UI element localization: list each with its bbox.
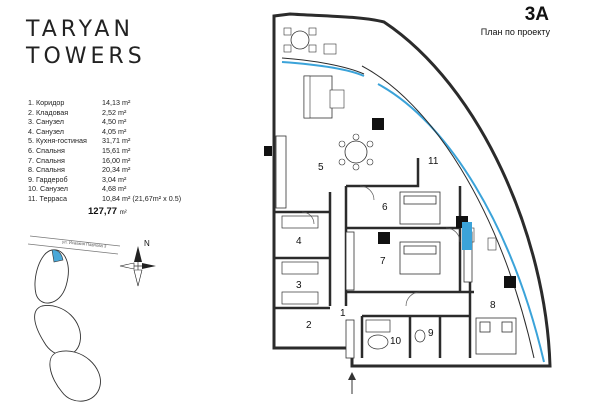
bed <box>399 191 517 355</box>
room-name: 5. Кухня-гостиная <box>28 136 87 146</box>
glazing-line <box>281 61 545 363</box>
room-row: 9. Гардероб 3,04 m² <box>28 175 268 185</box>
room-label: 1 <box>340 308 346 319</box>
room-area: 16,00 m² <box>102 155 131 165</box>
entrance-arrow-icon <box>348 372 356 394</box>
room-row: 3. Санузел 4,50 m² <box>28 117 268 127</box>
street-line <box>29 235 121 247</box>
room-area: 3,04 m² <box>102 174 127 184</box>
street-line <box>27 243 119 255</box>
hatched-walls <box>345 231 473 359</box>
terrace-outline <box>281 57 535 359</box>
dining-table <box>338 133 374 171</box>
total-area-value: 127,77 <box>88 206 118 217</box>
street-label: ул. Исаакия Павлова 3 <box>62 239 107 249</box>
plan-subtitle: План по проекту <box>480 27 550 37</box>
floor-plan: 1 2 3 4 5 6 7 8 9 10 11 <box>264 12 552 394</box>
room-name: 8. Спальня <box>28 165 65 175</box>
brand-logo: TARYAN TOWERS <box>26 16 146 70</box>
sofa <box>303 75 345 119</box>
outer-wall <box>272 12 552 368</box>
kitchen-counter <box>275 135 287 209</box>
room-name: 7. Спальня <box>28 155 65 165</box>
room-labels: 1 2 3 4 5 6 7 8 9 10 11 <box>296 156 496 347</box>
brand-line-2: TOWERS <box>26 44 146 69</box>
room-name: 4. Санузел <box>28 126 64 136</box>
room-row: 7. Спальня 16,00 m² <box>28 156 268 166</box>
total-area-unit: m² <box>119 210 127 216</box>
brand-line-1: TARYAN <box>26 17 134 42</box>
room-area: 10,84 m² (21,67m² x 0.5) <box>102 193 182 203</box>
room-list: 1. Коридор 14,13 m² 2. Кладовая 2,52 m² 3.… <box>28 98 268 204</box>
tower-1 <box>34 249 69 304</box>
room-label: 9 <box>428 328 434 339</box>
room-name: 2. Кладовая <box>28 107 69 117</box>
room-area: 2,52 m² <box>102 107 127 117</box>
room-area: 15,61 m² <box>102 145 131 155</box>
room-area: 4,05 m² <box>102 126 127 136</box>
room-area: 4,50 m² <box>102 117 127 127</box>
room-name: 6. Спальня <box>28 145 65 155</box>
room-area: 20,34 m² <box>102 165 131 175</box>
compass-north-label: N <box>144 239 150 248</box>
highlight-panels <box>462 222 472 250</box>
room-row: 11. Терраса 10,84 m² (21,67m² x 0.5) <box>28 194 268 204</box>
room-label: 3 <box>296 280 302 291</box>
room-name: 3. Санузел <box>28 117 64 127</box>
tower-3 <box>49 350 101 402</box>
room-label: 11 <box>428 156 439 167</box>
room-name: 9. Гардероб <box>28 174 68 184</box>
room-row: 8. Спальня 20,34 m² <box>28 165 268 175</box>
room-name: 1. Коридор <box>28 98 65 107</box>
plan-id: 3A <box>524 4 549 25</box>
room-label: 2 <box>306 320 312 331</box>
room-label: 6 <box>382 202 388 213</box>
room-row: 5. Кухня-гостиная 31,71 m² <box>28 136 268 146</box>
room-label: 4 <box>296 236 302 247</box>
room-label: 5 <box>318 162 324 173</box>
total-area: 127,77 m² <box>88 206 127 217</box>
structural-columns <box>264 118 516 288</box>
room-name: 11. Терраса <box>28 193 68 203</box>
room-label: 7 <box>380 256 386 267</box>
room-row: 4. Санузел 4,05 m² <box>28 127 268 137</box>
bathroom-fixtures <box>281 215 426 350</box>
room-label: 8 <box>490 300 496 311</box>
room-area: 14,13 m² <box>102 98 131 107</box>
room-area: 4,68 m² <box>102 184 127 194</box>
room-row: 1. Коридор 14,13 m² <box>28 98 268 108</box>
tower-2 <box>34 305 81 356</box>
room-row: 2. Кладовая 2,52 m² <box>28 108 268 118</box>
room-area: 31,71 m² <box>102 136 131 146</box>
site-map: ул. Исаакия Павлова 3 N <box>27 235 156 402</box>
door-arcs <box>301 185 461 307</box>
room-name: 10. Санузел <box>28 184 68 194</box>
room-row: 10. Санузел 4,68 m² <box>28 184 268 194</box>
room-label: 10 <box>390 336 402 347</box>
compass-icon: N <box>119 239 156 287</box>
room-row: 6. Спальня 15,61 m² <box>28 146 268 156</box>
